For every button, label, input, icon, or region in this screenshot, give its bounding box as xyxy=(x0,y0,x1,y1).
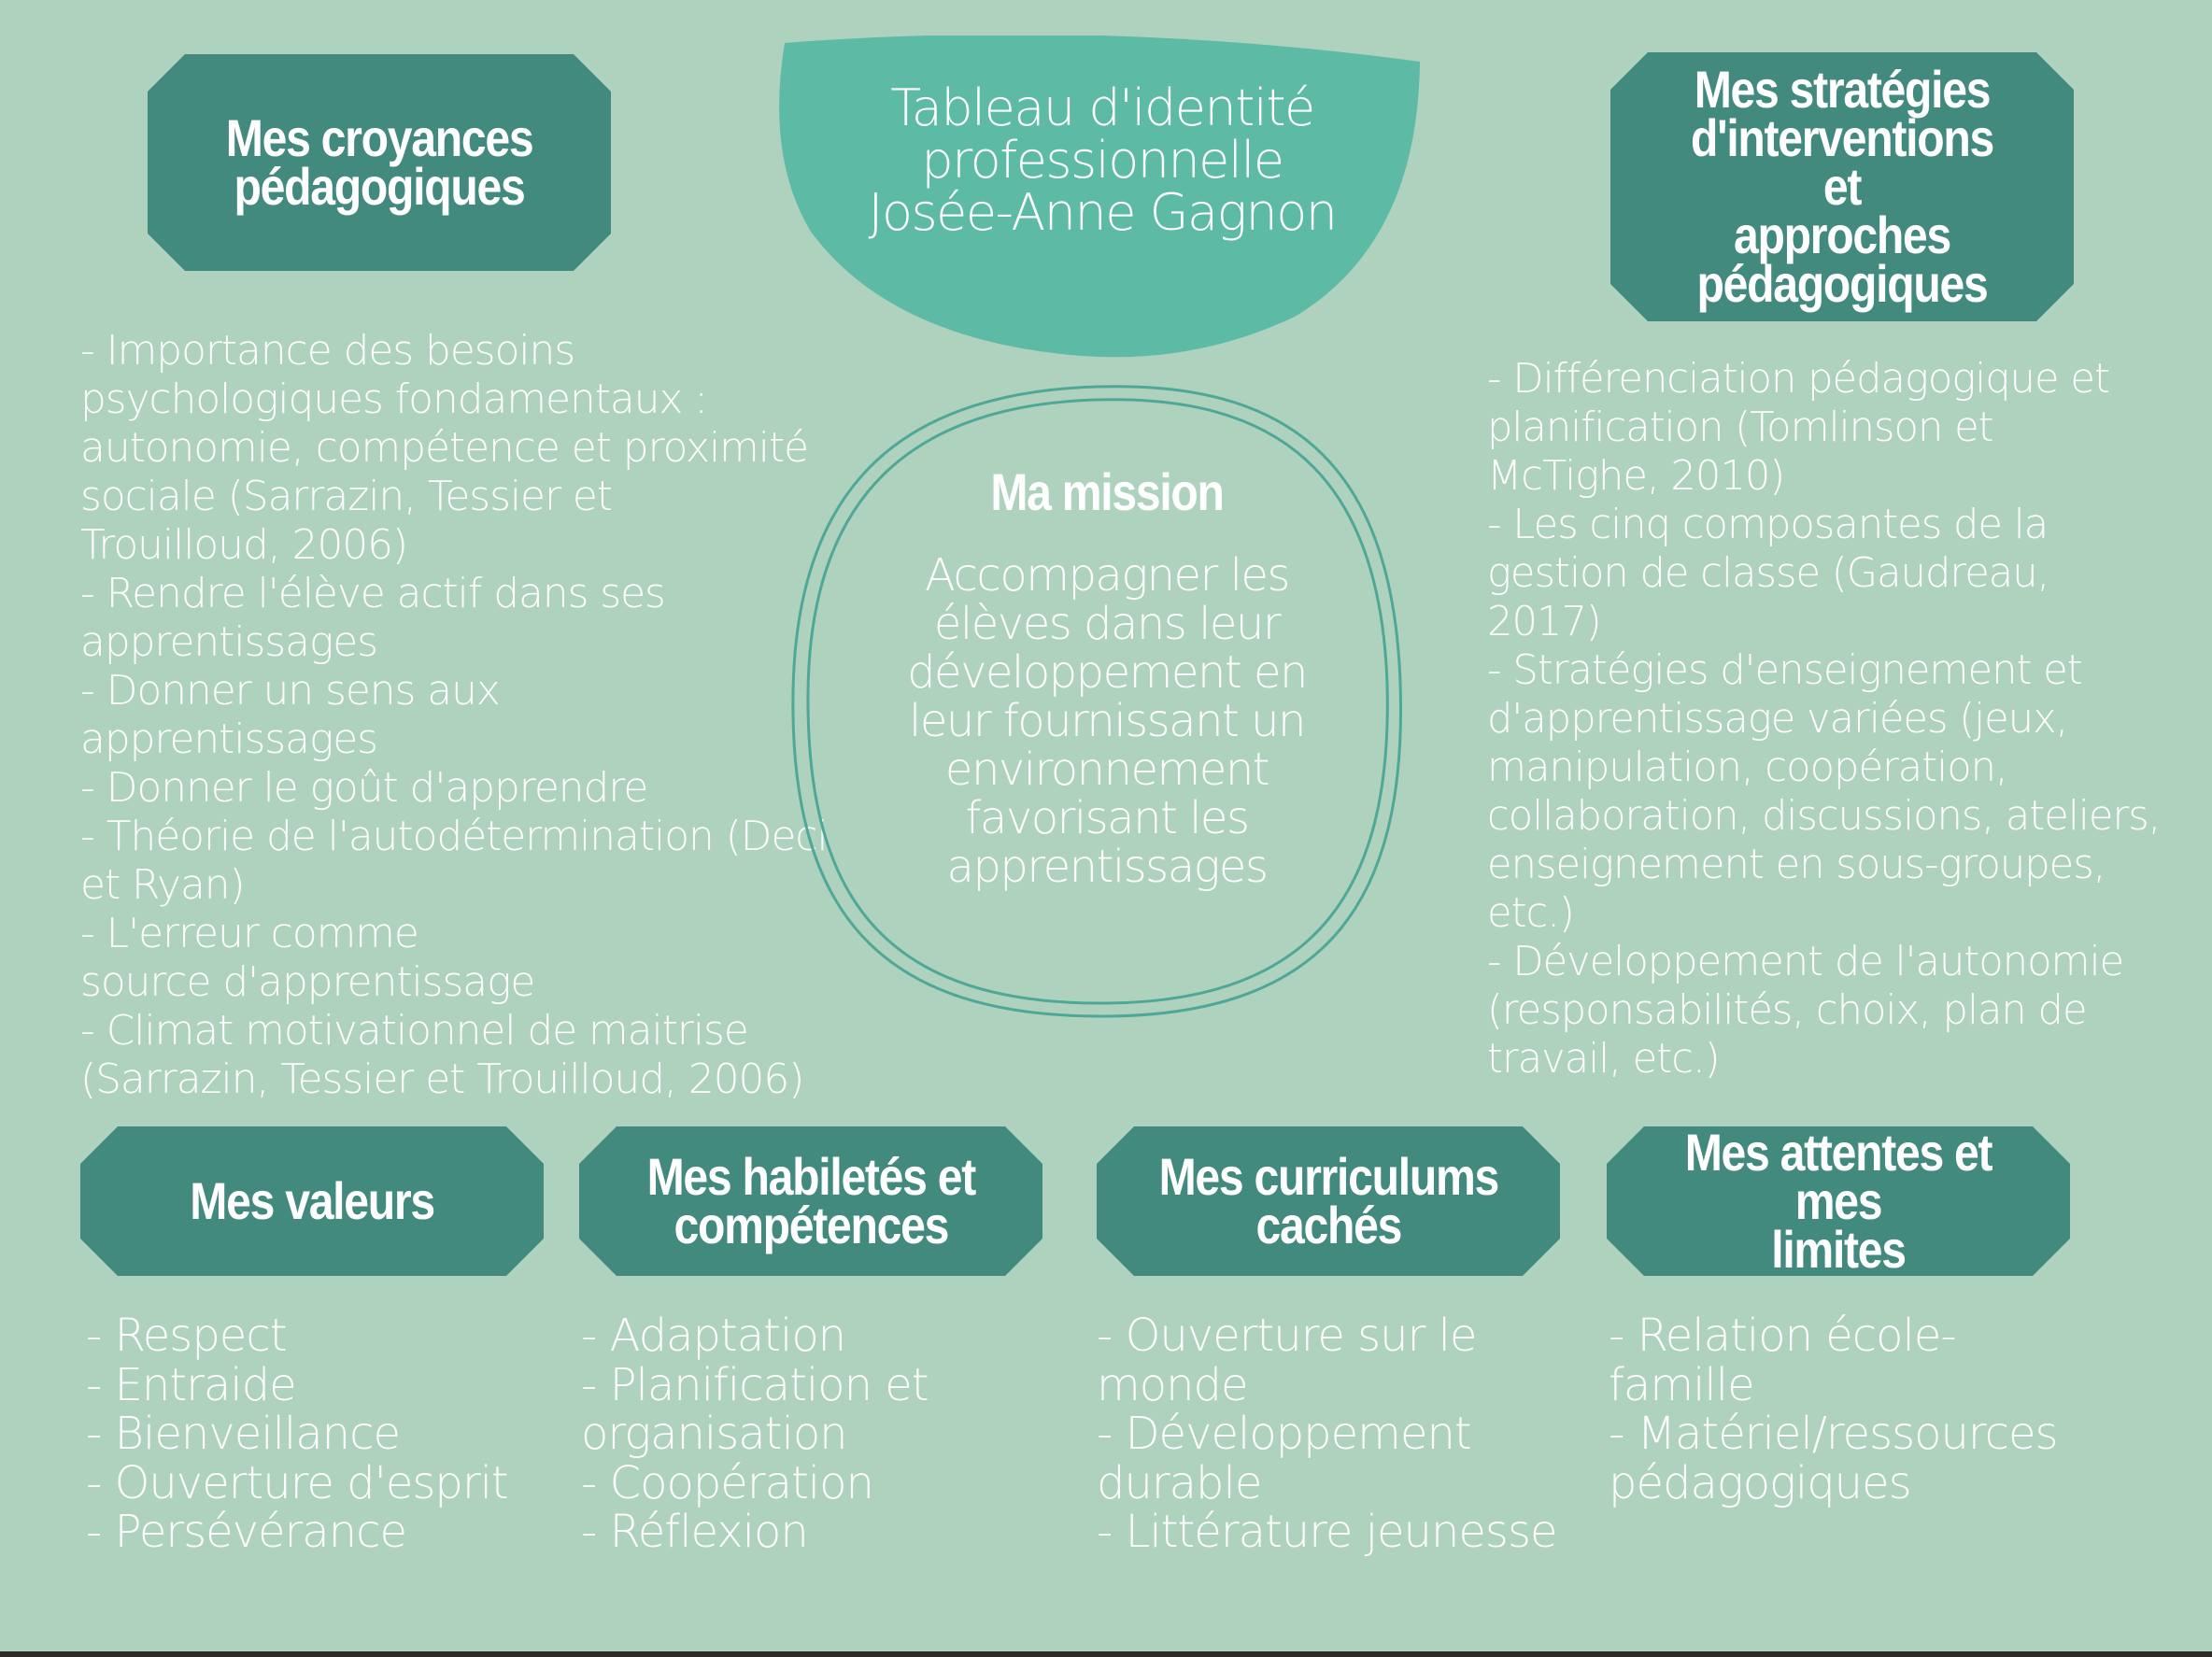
croyances-line: autonomie, compétence et proximité xyxy=(80,424,809,472)
strategies-content: - Différenciation pédagogique et planifi… xyxy=(1487,355,2161,1083)
croyances-heading: Mes croyances pédagogiques xyxy=(225,108,533,216)
croyances-line: - Donner un sens aux xyxy=(80,667,501,715)
mission-line: Accompagner les xyxy=(925,549,1290,602)
mission-line: développement en xyxy=(907,646,1308,699)
list-item: - Matériel/ressources xyxy=(1609,1408,2058,1460)
valeurs-heading: Mes valeurs xyxy=(190,1171,434,1230)
list-item: organisation xyxy=(581,1408,848,1460)
croyances-line: - Donner le goût d'apprendre xyxy=(80,764,648,812)
valeurs-list: - Respect - Entraide - Bienveillance - O… xyxy=(86,1310,509,1558)
strategies-line: - Les cinq composantes de la xyxy=(1487,501,2049,548)
strategies-heading: Mes stratégies d'interventions et approc… xyxy=(1691,60,1993,313)
croyances-line: - Climat motivationnel de maitrise xyxy=(80,1007,749,1055)
croyances-line: psychologiques fondamentaux : xyxy=(80,375,708,423)
list-item: - Littérature jeunesse xyxy=(1097,1506,1557,1558)
mission-heading: Ma mission xyxy=(990,462,1225,521)
strategies-line: manipulation, coopération, xyxy=(1487,744,2008,791)
list-item: - Ouverture d'esprit xyxy=(86,1456,509,1509)
mission-ring-shape xyxy=(791,385,1403,1018)
croyances-line: source d'apprentissage xyxy=(80,958,535,1006)
strategies-heading-badge: Mes stratégies d'interventions et approc… xyxy=(1610,52,2074,321)
title-line: Josée-Anne Gagnon xyxy=(868,183,1338,242)
mission-line: favorisant les xyxy=(965,792,1250,844)
habiletes-heading-badge: Mes habiletés et compétences xyxy=(579,1126,1042,1276)
croyances-line: - Théorie de l'autodétermination (Deci xyxy=(80,813,829,860)
croyances-line: Trouilloud, 2006) xyxy=(80,521,408,569)
list-item: durable xyxy=(1097,1456,1262,1509)
croyances-line: (Sarrazin, Tessier et Trouilloud, 2006) xyxy=(80,1055,804,1103)
attentes-list: - Relation école- famille - Matériel/res… xyxy=(1609,1311,2058,1508)
list-item: - Réflexion xyxy=(581,1506,809,1558)
croyances-line: - L'erreur comme xyxy=(80,910,419,957)
list-item: - Coopération xyxy=(581,1456,874,1509)
strategies-line: 2017) xyxy=(1487,598,1602,645)
strategies-line: d'apprentissage variées (jeux, xyxy=(1487,695,2068,743)
croyances-line: - Importance des besoins xyxy=(80,327,575,375)
mission-line: élèves dans leur xyxy=(933,598,1282,650)
mission-text: Accompagner les élèves dans leur dévelop… xyxy=(873,551,1340,891)
strategies-line: (responsabilités, choix, plan de xyxy=(1487,986,2088,1034)
curriculums-heading: Mes curriculums cachés xyxy=(1158,1147,1498,1254)
croyances-line: - Rendre l'élève actif dans ses xyxy=(80,570,666,617)
strategies-line: etc.) xyxy=(1487,889,1575,937)
mission-line: apprentissages xyxy=(946,841,1269,893)
list-item: monde xyxy=(1097,1358,1249,1411)
strategies-line: - Différenciation pédagogique et xyxy=(1487,355,2110,403)
strategies-line: collaboration, discussions, ateliers, xyxy=(1487,792,2161,840)
title-line: Tableau d'identité xyxy=(890,78,1315,137)
bottom-border xyxy=(0,1651,2212,1657)
croyances-heading-badge: Mes croyances pédagogiques xyxy=(148,54,611,271)
attentes-heading-badge: Mes attentes et mes limites xyxy=(1607,1126,2070,1276)
title-bowl-shape xyxy=(779,35,1420,358)
list-item: pédagogiques xyxy=(1609,1456,1912,1509)
list-item: famille xyxy=(1609,1358,1755,1411)
strategies-line: - Stratégies d'enseignement et xyxy=(1487,646,2083,694)
croyances-content: - Importance des besoins psychologiques … xyxy=(80,327,829,1104)
strategies-line: travail, etc.) xyxy=(1487,1035,1721,1083)
strategies-line: - Développement de l'autonomie xyxy=(1487,938,2124,985)
list-item: - Développement xyxy=(1097,1408,1472,1460)
board-title: Tableau d'identité professionnelle Josée… xyxy=(841,82,1364,239)
mission-line: environnement xyxy=(944,744,1270,796)
curriculums-list: - Ouverture sur le monde - Développement… xyxy=(1097,1310,1557,1558)
strategies-line: enseignement en sous-groupes, xyxy=(1487,841,2106,888)
strategies-line: McTighe, 2010) xyxy=(1487,452,1785,500)
list-item: - Bienveillance xyxy=(86,1408,401,1460)
list-item: - Persévérance xyxy=(86,1506,407,1558)
croyances-line: apprentissages xyxy=(80,715,378,763)
list-item: - Relation école- xyxy=(1609,1310,1957,1362)
attentes-heading: Mes attentes et mes limites xyxy=(1684,1123,1992,1279)
list-item: - Adaptation xyxy=(581,1310,846,1362)
valeurs-heading-badge: Mes valeurs xyxy=(80,1126,544,1276)
habiletes-heading: Mes habiletés et compétences xyxy=(646,1147,975,1254)
croyances-line: apprentissages xyxy=(80,618,378,666)
title-line: professionnelle xyxy=(921,131,1284,190)
mission-line: leur fournissant un xyxy=(909,695,1306,747)
list-item: - Planification et xyxy=(581,1358,929,1411)
list-item: - Ouverture sur le xyxy=(1097,1310,1477,1362)
strategies-line: gestion de classe (Gaudreau, xyxy=(1487,549,2049,597)
list-item: - Respect xyxy=(86,1310,288,1362)
croyances-line: et Ryan) xyxy=(80,861,246,909)
habiletes-list: - Adaptation - Planification et organisa… xyxy=(581,1311,929,1557)
list-item: - Entraide xyxy=(86,1358,297,1411)
curriculums-heading-badge: Mes curriculums cachés xyxy=(1097,1126,1560,1276)
strategies-line: planification (Tomlinson et xyxy=(1487,404,1994,451)
croyances-line: sociale (Sarrazin, Tessier et xyxy=(80,473,613,520)
